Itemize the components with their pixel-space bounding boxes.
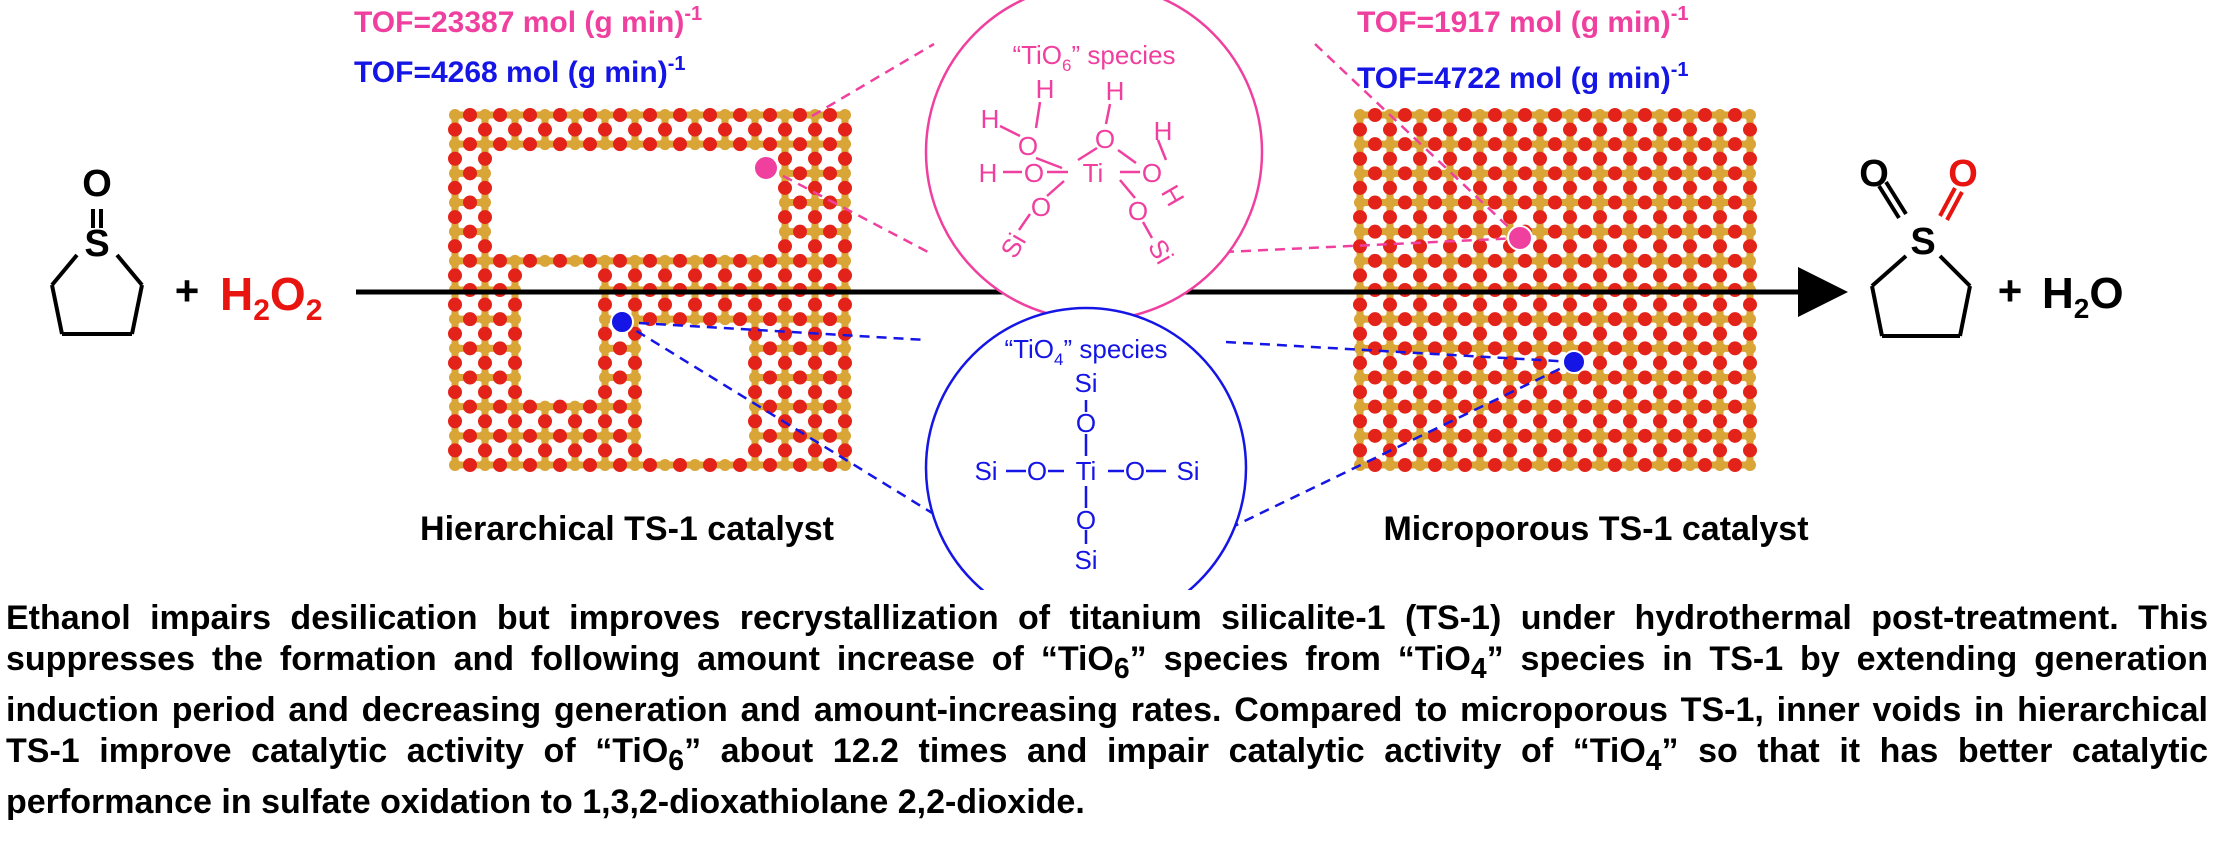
- svg-text:O: O: [1076, 505, 1096, 535]
- tio6-connectors: [767, 42, 1521, 254]
- svg-text:H: H: [981, 104, 1000, 134]
- svg-text:Ti: Ti: [1076, 456, 1097, 486]
- svg-text:Si: Si: [1074, 545, 1097, 575]
- svg-text:Si: Si: [974, 456, 997, 486]
- tio6-bonds: [999, 101, 1168, 239]
- reactant-oxygen: O: [82, 163, 112, 205]
- product-oxygen-2: O: [1948, 153, 1978, 195]
- svg-text:H: H: [1106, 76, 1125, 106]
- byproduct-water: H2O: [2042, 269, 2124, 324]
- product-sulfur: S: [1910, 221, 1935, 263]
- plus-sign-1: +: [175, 267, 200, 314]
- hierarchical-ts1-framework: [448, 108, 852, 472]
- active-site-markers: [610, 155, 1586, 374]
- left-tof-tio4: TOF=4268 mol (g min)-1: [354, 53, 685, 89]
- product-oxygen-1: O: [1859, 153, 1889, 195]
- svg-text:O: O: [1142, 158, 1162, 188]
- plus-sign-2: +: [1998, 267, 2023, 314]
- svg-text:O: O: [1125, 456, 1145, 486]
- svg-text:H: H: [1154, 116, 1173, 146]
- svg-text:H: H: [979, 158, 998, 188]
- right-tof-tio6: TOF=1917 mol (g min)-1: [1357, 3, 1688, 39]
- oxidant-h2o2: H2O2: [220, 268, 322, 327]
- reactant-sulfur: S: [84, 223, 109, 265]
- svg-text:O: O: [1076, 408, 1096, 438]
- svg-text:Ti: Ti: [1083, 158, 1104, 188]
- svg-text:O: O: [1018, 131, 1038, 161]
- tio4-title: “TiO4” species: [1004, 334, 1167, 369]
- left-tof-tio6: TOF=23387 mol (g min)-1: [354, 3, 702, 39]
- reactant-molecule: [50, 209, 144, 336]
- tio4-atoms: Si O Ti O Si Si O O Si: [974, 368, 1199, 575]
- right-tof-tio4: TOF=4722 mol (g min)-1: [1357, 59, 1688, 95]
- svg-text:O: O: [1031, 192, 1051, 222]
- svg-text:Si: Si: [1074, 368, 1097, 398]
- svg-text:O: O: [1027, 456, 1047, 486]
- microporous-catalyst-label: Microporous TS-1 catalyst: [1383, 510, 1808, 548]
- svg-text:Si: Si: [1176, 456, 1199, 486]
- tio6-title: “TiO6” species: [1012, 40, 1175, 75]
- svg-text:H: H: [1036, 74, 1055, 104]
- svg-text:O: O: [1128, 196, 1148, 226]
- product-molecule: [1870, 180, 1972, 338]
- figure-caption: Ethanol impairs desilication but improve…: [6, 599, 2208, 821]
- tio4-bonds: [1006, 400, 1166, 544]
- reaction-diagram: O S + H2O2 O O S + H2O TOF=23387 mol (g …: [50, 0, 2124, 590]
- hierarchical-catalyst-label: Hierarchical TS-1 catalyst: [420, 510, 834, 548]
- svg-text:O: O: [1024, 158, 1044, 188]
- svg-text:O: O: [1095, 124, 1115, 154]
